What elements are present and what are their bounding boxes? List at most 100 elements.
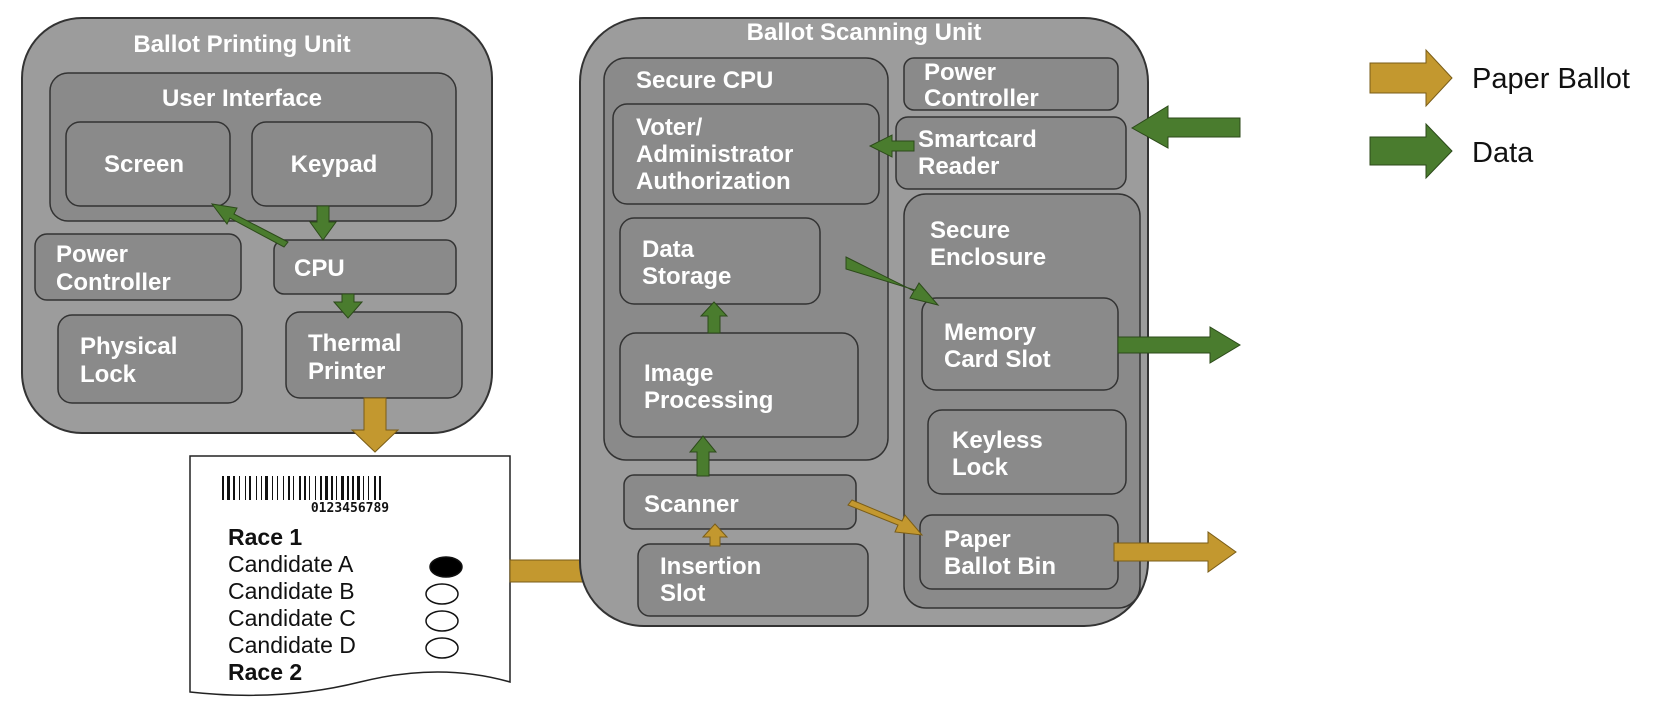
barcode-bar [363,476,364,500]
bin-out-arrow [1113,531,1237,573]
barcode [222,476,381,500]
legend-paper-ballot-label: Paper Ballot [1472,63,1630,95]
barcode-bar [293,476,294,500]
keyless-lock-label-1: Keyless [952,427,1043,454]
image-to-storage-arrow [699,301,729,334]
printer-to-ballot-arrow [350,397,400,453]
user-interface-title: User Interface [162,85,322,112]
paper-ballot-bin-label-2: Ballot Bin [944,553,1056,580]
barcode-bar [233,476,235,500]
data-storage-label-2: Storage [642,263,731,290]
barcode-bar [325,476,328,500]
barcode-bar [304,476,306,500]
barcode-bar [222,476,224,500]
memory-card-slot-label-2: Card Slot [944,346,1051,373]
barcode-bar [299,476,301,500]
print-cpu-label: CPU [294,255,345,282]
cpu-to-screen-arrow [210,203,289,248]
image-processing-label-2: Processing [644,387,773,414]
insertion-slot-label-1: Insertion [660,553,761,580]
authorization-label-3: Authorization [636,168,791,195]
candidate-d-label: Candidate D [228,632,356,658]
barcode-bar [331,476,333,500]
barcode-bar [352,476,354,500]
scanning-unit-title: Ballot Scanning Unit [747,19,982,46]
barcode-bar [309,476,310,500]
barcode-bar [283,476,284,500]
smartcard-reader-label-2: Reader [918,153,999,180]
cpu-to-printer-arrow [332,293,364,319]
race-2-label: Race 2 [228,659,302,685]
scan-power-controller-label-1: Power [924,59,996,86]
screen-label: Screen [104,151,184,178]
barcode-bar [277,476,278,500]
smartcard-reader-box [895,116,1127,190]
legend-paper-ballot-arrow [1369,48,1453,108]
secure-cpu-title: Secure CPU [636,67,773,94]
legend: Paper Ballot Data [1369,48,1630,180]
barcode-bar [256,476,257,500]
data-storage-label-1: Data [642,236,695,263]
scanner-to-bin-arrow [847,499,924,536]
ballot-printing-unit: Ballot Printing Unit User Interface Scre… [21,17,493,434]
barcode-bar [245,476,246,500]
legend-data-label: Data [1472,137,1534,169]
printing-unit-title: Ballot Printing Unit [133,31,350,58]
ballot-scanning-unit: Ballot Scanning Unit Secure CPU Voter/ A… [579,17,1149,627]
physical-lock-label-2: Lock [80,361,137,388]
keyless-lock-label-2: Lock [952,454,1009,481]
thermal-printer-label-1: Thermal [308,330,401,357]
barcode-bar [227,476,230,500]
barcode-bar [261,476,262,500]
barcode-bar [368,476,369,500]
barcode-number: 0123456789 [311,501,389,516]
barcode-bar [341,476,344,500]
print-power-controller-label-1: Power [56,241,128,268]
scanner-label: Scanner [644,491,739,518]
candidate-c-bubble [425,610,459,632]
keypad-to-cpu-arrow [309,205,337,241]
keypad-box [251,121,433,207]
physical-lock-label-1: Physical [80,333,177,360]
barcode-bar [239,476,240,500]
legend-data-arrow [1369,122,1453,180]
scanner-to-image-arrow [688,435,718,477]
keypad-label: Keypad [291,151,378,178]
scan-power-controller-label-2: Controller [924,85,1039,112]
keyless-lock-box [927,409,1127,495]
print-power-controller-label-2: Controller [56,269,171,296]
image-processing-box [619,332,859,438]
print-cpu-box [273,239,457,295]
candidate-a-label: Candidate A [228,551,354,577]
barcode-bar [315,476,316,500]
external-to-smartcard-arrow [1131,105,1241,149]
authorization-label-2: Administrator [636,141,793,168]
barcode-bar [249,476,251,500]
barcode-bar [357,476,360,500]
candidate-d-bubble [425,637,459,659]
barcode-bar [336,476,337,500]
memory-card-slot-label-1: Memory [944,319,1037,346]
memory-out-arrow [1117,326,1241,364]
candidate-b-label: Candidate B [228,578,355,604]
image-processing-label-1: Image [644,360,713,387]
barcode-bar [320,476,322,500]
paper-ballot-bin-label-1: Paper [944,526,1011,553]
smartcard-to-auth-arrow [868,134,915,158]
scan-power-controller-box [903,57,1119,111]
barcode-bar [347,476,349,500]
data-storage-box [619,217,821,305]
thermal-printer-label-2: Printer [308,358,385,385]
candidate-b-bubble [425,583,459,605]
storage-to-memory-arrow [845,256,940,306]
authorization-box [612,103,880,205]
barcode-bar [265,476,268,500]
candidate-c-label: Candidate C [228,605,356,631]
insertion-slot-label-2: Slot [660,580,705,607]
barcode-bar [272,476,273,500]
barcode-bar [374,476,376,500]
secure-enclosure-label-1: Secure [930,217,1010,244]
barcode-bar [379,476,381,500]
screen-box [65,121,231,207]
